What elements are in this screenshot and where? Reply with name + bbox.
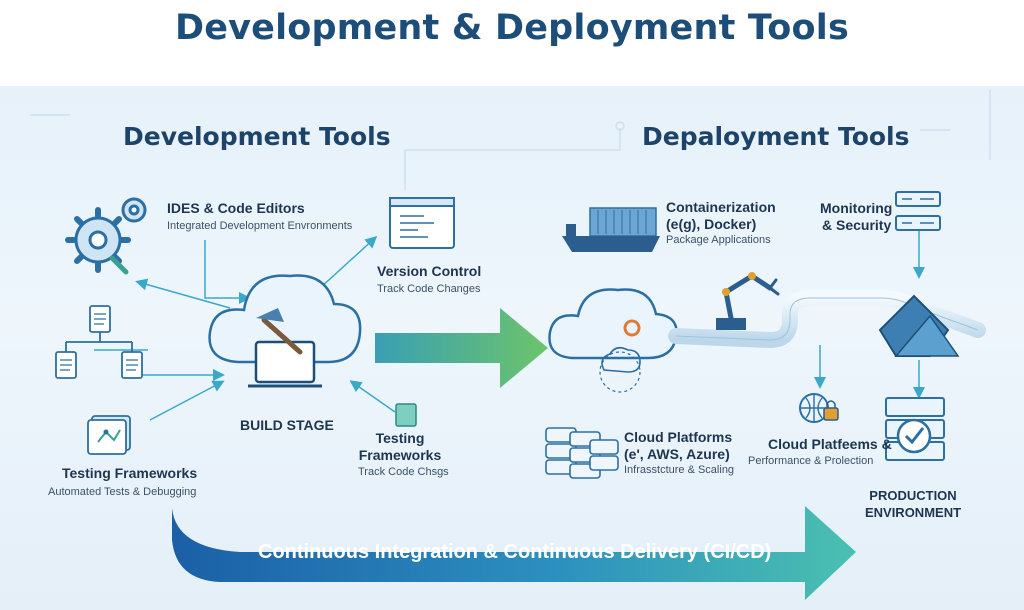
database-icon — [545, 427, 619, 479]
testing-doc-icon — [395, 403, 417, 427]
testing-center-subtitle: Track Code Chsgs — [358, 466, 449, 478]
gear-icon — [65, 197, 147, 275]
flow-arrow — [375, 308, 548, 388]
server-check-icon — [885, 397, 945, 461]
robot-arm-icon — [716, 272, 780, 330]
monitoring-title-1: Monitoring — [820, 200, 893, 216]
cloud-platforms-2-title: Cloud Platfeems & — [768, 436, 892, 452]
ides-title: IDES & Code Editors — [167, 200, 305, 216]
testing-center-title-2: Frameworks — [358, 447, 442, 463]
cloud-platforms-title-2: (e', AWS, Azure) — [624, 446, 730, 462]
version-control-subtitle: Track Code Changes — [377, 283, 481, 295]
cloud-platforms-2-subtitle: Performance & Prolection — [748, 455, 874, 467]
cloud-platforms-subtitle: Infrasstcture & Scaling — [624, 464, 735, 476]
pipeline-icon — [668, 290, 986, 357]
containerization-title-1: Containerization — [666, 199, 776, 215]
decor-lines — [30, 90, 991, 190]
ship-container-icon — [562, 207, 660, 252]
cicd-label: Continuous Integration & Continuous Deli… — [258, 541, 772, 563]
connector-arrows — [94, 225, 925, 421]
globe-lock-icon — [799, 393, 839, 423]
production-line-1: PRODUCTION — [869, 488, 957, 503]
containerization-title-2: (e(g), Docker) — [666, 216, 757, 232]
version-control-title: Version Control — [377, 263, 482, 279]
production-line-2: ENVIRONMENT — [864, 505, 962, 520]
document-tree-icon — [55, 305, 143, 379]
cloud-build-icon — [208, 274, 362, 388]
monitor-panel-icon — [895, 191, 941, 231]
cloud-platforms-title-1: Cloud Platforms — [624, 429, 733, 445]
cicd-arrow — [172, 506, 856, 600]
testing-board-icon — [87, 415, 131, 455]
containerization-subtitle: Package Applications — [666, 234, 771, 246]
section-title-development: Development Tools — [123, 122, 391, 151]
testing-left-title: Testing Frameworks — [62, 465, 198, 481]
testing-left-subtitle: Automated Tests & Debugging — [48, 486, 197, 498]
code-window-icon — [389, 197, 455, 249]
cloud-gear-icon — [548, 288, 678, 393]
section-title-deployment: Depaloyment Tools — [642, 122, 910, 151]
monitoring-title-2: & Security — [822, 217, 892, 233]
ides-subtitle: Integrated Development Envronments — [167, 220, 353, 232]
page-title: Development & Deployment Tools — [174, 8, 850, 48]
build-stage-label: BUILD STAGE — [240, 417, 334, 433]
testing-center-title-1: Testing — [375, 430, 425, 446]
